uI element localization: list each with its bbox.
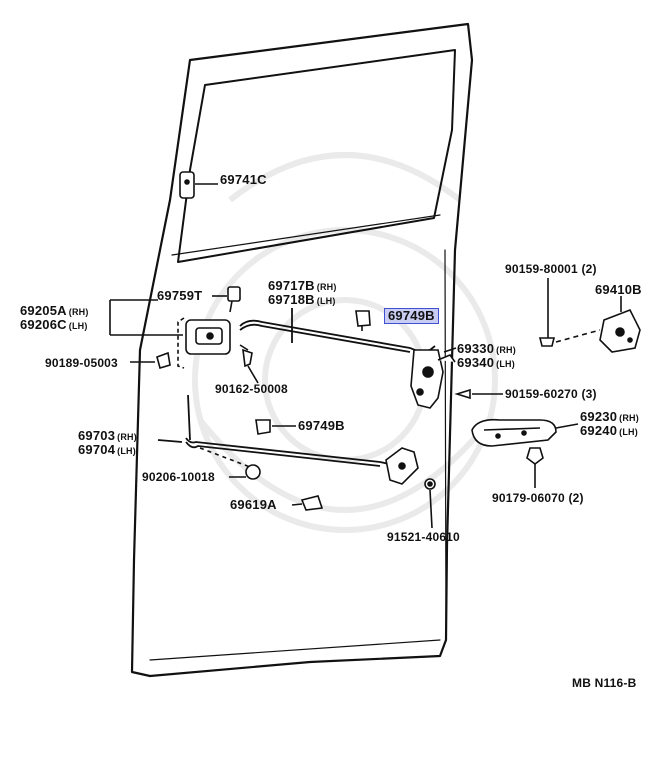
part-inside-handle [109, 299, 231, 369]
part-69410b [599, 296, 641, 353]
part-lower-rod [157, 394, 399, 467]
part-90179 [526, 447, 544, 488]
part-90162 [239, 344, 259, 384]
part-90159-60270 [454, 388, 503, 400]
part-90159-80001 [538, 278, 601, 347]
label-69749b-top-highlighted[interactable]: 69749B [384, 308, 439, 324]
window-frame [177, 49, 456, 263]
label-90179: 90179-06070 (2) [492, 491, 584, 505]
label-90162: 90162-50008 [215, 382, 288, 396]
label-69703: 69703(RH) [78, 428, 137, 443]
reference-code: MB N116-B [572, 676, 637, 690]
label-69240: 69240(LH) [580, 423, 638, 438]
label-69410b: 69410B [595, 282, 642, 297]
label-91521: 91521-40610 [387, 530, 460, 544]
label-69717b: 69717B(RH) [268, 278, 337, 293]
label-69205a: 69205A(RH) [20, 303, 89, 318]
label-90159-60270: 90159-60270 (3) [505, 387, 597, 401]
label-69718b: 69718B(LH) [268, 292, 336, 307]
part-outside-handle [471, 418, 579, 447]
label-69619a: 69619A [230, 497, 277, 512]
label-69704: 69704(LH) [78, 442, 136, 457]
label-69340: 69340(LH) [457, 355, 515, 370]
part-door-lock [410, 347, 457, 409]
part-90189 [130, 351, 171, 370]
label-69230: 69230(RH) [580, 409, 639, 424]
label-69330: 69330(RH) [457, 341, 516, 356]
part-69759t [212, 286, 241, 313]
label-69741c: 69741C [220, 172, 267, 187]
label-90159-80001: 90159-80001 (2) [505, 262, 597, 276]
part-69741c [179, 171, 218, 199]
label-90189: 90189-05003 [45, 356, 118, 370]
label-69749b-mid: 69749B [298, 418, 345, 433]
part-90206 [199, 447, 261, 480]
part-69749b-mid [255, 419, 296, 435]
part-69619a [291, 495, 324, 511]
door-outline [130, 22, 474, 678]
label-69206c: 69206C(LH) [20, 317, 88, 332]
watermark-emblem [192, 152, 498, 533]
label-90206: 90206-10018 [142, 470, 215, 484]
label-69759t: 69759T [157, 288, 203, 303]
part-lower-lock [385, 447, 436, 529]
part-69749b-top [355, 310, 371, 331]
